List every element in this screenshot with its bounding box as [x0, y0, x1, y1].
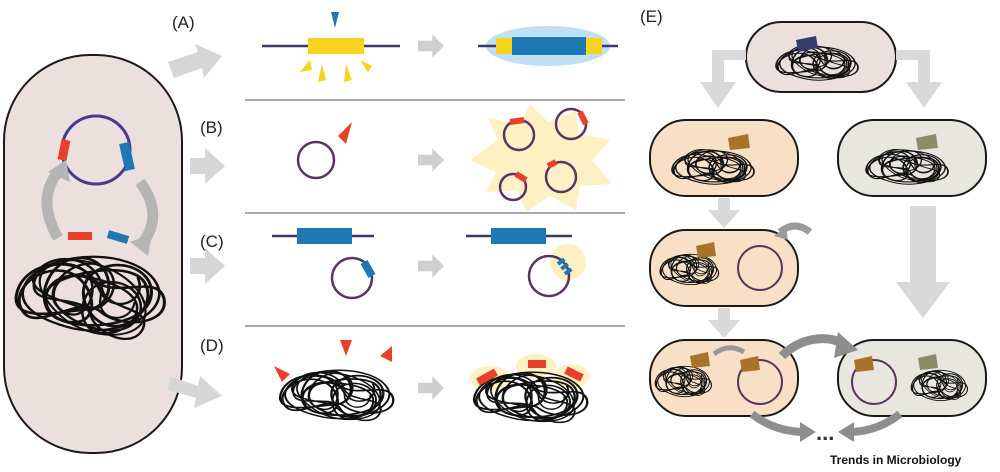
row-dividers [245, 99, 625, 327]
ellipsis: ... [816, 420, 834, 445]
burst-rays [300, 60, 372, 82]
phage-ring [296, 140, 336, 180]
row-a-after [478, 26, 618, 66]
row-b-before [296, 122, 352, 180]
red-gene-on-plasmid [57, 139, 71, 161]
row-d-arrow-icon [418, 376, 444, 400]
e-arrows [700, 50, 950, 338]
e-top-cell [745, 21, 897, 93]
entry-arrows [168, 44, 225, 408]
e-cell-peach-2 [649, 222, 813, 307]
row-b-arrow-icon [418, 148, 444, 172]
row-b-after [470, 104, 612, 212]
red-marker-icon [340, 340, 352, 356]
red-marker-icon [380, 346, 392, 362]
e-cell-grey-2 [837, 339, 987, 417]
row-c-before [272, 228, 376, 300]
panel-label-a: (A) [172, 13, 195, 32]
e-cell-peach-1 [649, 119, 799, 197]
e-cell-grey-1 [837, 119, 987, 197]
exchange-arrows [41, 160, 159, 256]
row-a-arrow-icon [418, 34, 444, 58]
row-c-after [466, 228, 586, 298]
e-transfer-arrows [749, 332, 903, 442]
row-d-before [274, 340, 395, 430]
panel-label-e: (E) [640, 7, 663, 26]
insertion-marker-icon [331, 12, 339, 28]
cell-chromosome [14, 230, 166, 354]
e-cell-peach-3 [649, 339, 799, 417]
yellow-element [308, 38, 364, 54]
red-marker-icon [274, 366, 290, 382]
row-d-after [470, 354, 590, 432]
row-a-before [262, 12, 400, 82]
host-cell [3, 54, 183, 454]
panel-label-c: (C) [200, 232, 224, 251]
panel-label-d: (D) [200, 336, 224, 355]
blue-gene-on-chromosome [106, 230, 130, 244]
row-c-arrow-icon [418, 254, 444, 278]
red-marker-icon [338, 122, 352, 144]
journal-credit: Trends in Microbiology [830, 453, 962, 467]
blue-gene-on-plasmid [119, 141, 135, 172]
cell-plasmid [57, 114, 135, 186]
panel-label-b: (B) [200, 118, 223, 137]
